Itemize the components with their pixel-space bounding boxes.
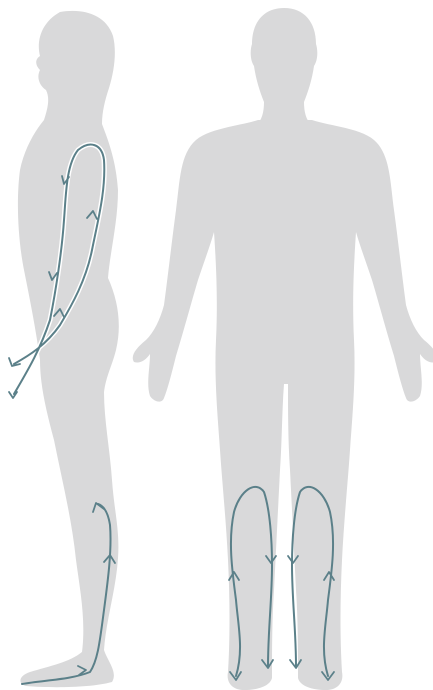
side-profile-figure <box>9 11 119 687</box>
back-view-figure <box>133 8 433 690</box>
back-head-silhouette <box>251 8 318 126</box>
back-body-silhouette <box>133 120 433 690</box>
side-body-silhouette <box>18 11 119 687</box>
